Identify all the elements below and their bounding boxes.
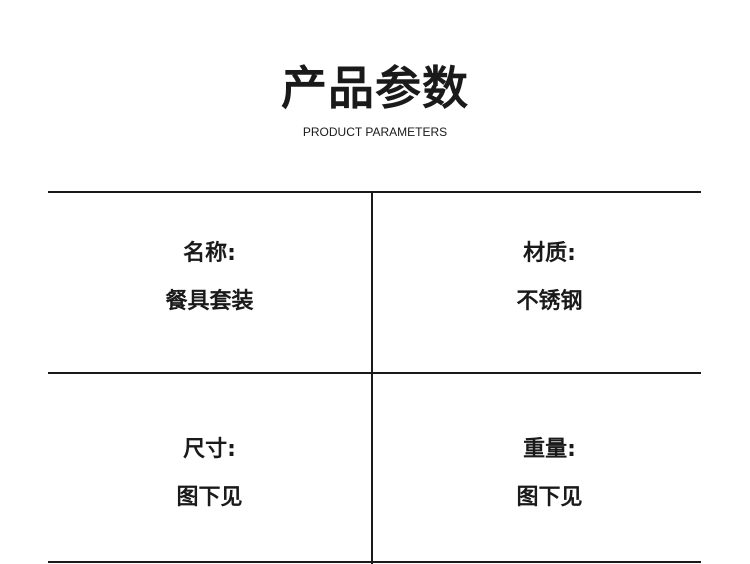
page-title: 产品参数 [281,61,469,115]
param-cell-name: 名称: 餐具套装 [48,240,371,316]
param-cell-size: 尺寸: 图下见 [48,436,371,512]
param-cell-weight: 重量: 图下见 [373,436,726,512]
table-vertical-divider [371,191,373,564]
param-label: 尺寸: [183,437,236,462]
table-bottom-border [48,561,701,563]
param-label: 材质: [523,241,576,266]
param-value: 餐具套装 [165,289,254,314]
param-label: 名称: [183,241,236,266]
table-top-border [48,191,701,193]
page-subtitle: PRODUCT PARAMETERS [302,125,448,139]
param-cell-material: 材质: 不锈钢 [373,240,726,316]
table-middle-border [48,372,701,374]
param-label: 重量: [523,437,576,462]
param-value: 图下见 [516,485,583,510]
param-value: 图下见 [176,485,243,510]
param-value: 不锈钢 [516,289,583,314]
